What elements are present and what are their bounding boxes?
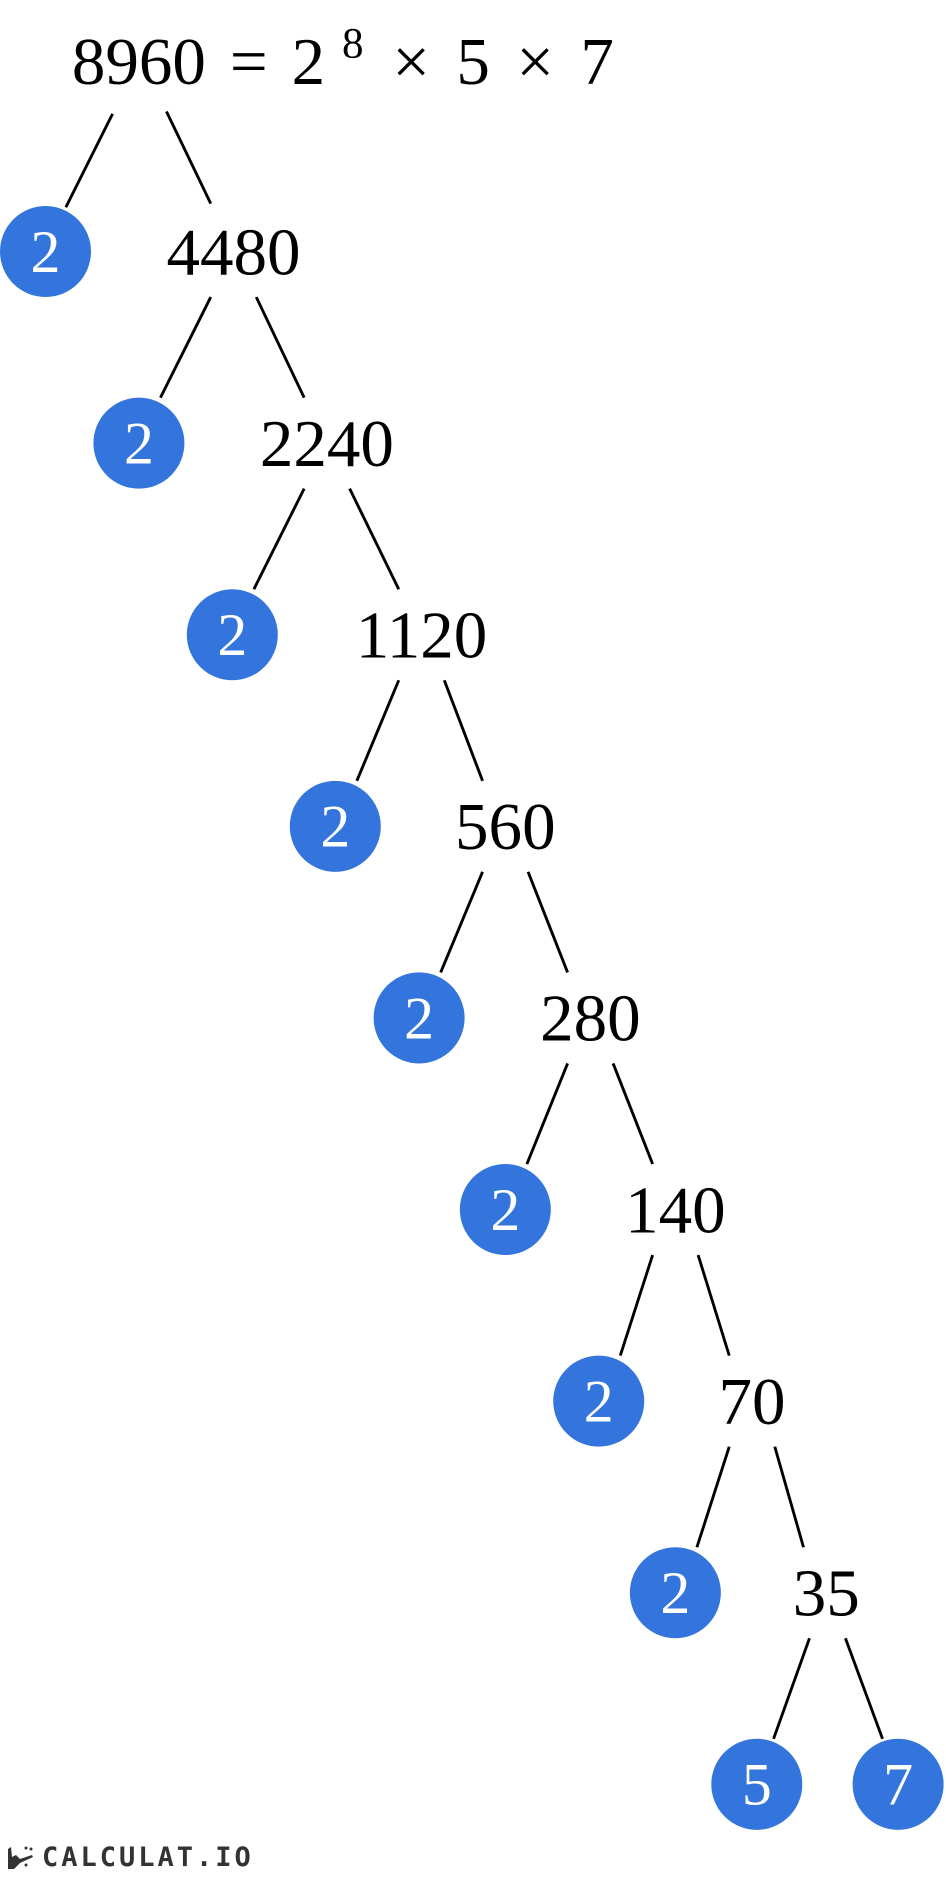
prime-circle — [0, 206, 92, 298]
prime-label: 2 — [124, 411, 154, 477]
tree-branch — [254, 296, 306, 399]
prime-node: 2 — [0, 206, 92, 298]
tree-branch — [696, 1254, 731, 1357]
composite-node: 2240 — [260, 406, 394, 481]
prime-circle — [459, 1164, 551, 1256]
tree-branch — [348, 488, 401, 590]
prime-circle — [629, 1547, 721, 1639]
prime-node: 2 — [289, 780, 381, 872]
factorization-title: 8960 = 2 8 × 5 × 7 — [72, 0, 614, 99]
tree-branch — [64, 113, 114, 208]
prime-circle — [711, 1738, 803, 1830]
prime-circle — [289, 780, 381, 872]
prime-label: 2 — [404, 985, 434, 1051]
prime-circle — [373, 972, 465, 1064]
tree-branch — [618, 1254, 654, 1357]
tree-branch — [159, 296, 213, 399]
tree-branch — [695, 1446, 731, 1548]
prime-node: 2 — [373, 972, 465, 1064]
prime-circle — [186, 589, 278, 681]
composite-node: 4480 — [166, 214, 300, 289]
tree-branch — [252, 488, 306, 590]
logo-text: CALCULAT.IO — [42, 1842, 254, 1873]
prime-circle — [553, 1355, 645, 1447]
composite-node: 1120 — [356, 597, 488, 672]
tree-branch — [165, 110, 213, 205]
tree-branch — [772, 1637, 811, 1740]
composite-node: 140 — [625, 1172, 726, 1247]
composite-node: 560 — [455, 789, 556, 864]
prime-node: 5 — [711, 1738, 803, 1830]
prime-circle — [852, 1738, 944, 1830]
prime-circle — [93, 397, 185, 489]
calculat-io-logo: CALCULAT.IO — [6, 1842, 254, 1873]
prime-node: 2 — [186, 589, 278, 681]
prime-label: 2 — [31, 219, 61, 285]
magic-hand-icon — [8, 1846, 33, 1869]
tree-branch — [442, 679, 484, 782]
prime-node: 2 — [629, 1547, 721, 1639]
composite-node: 280 — [540, 981, 641, 1056]
tree-branch — [355, 679, 401, 782]
prime-label: 2 — [320, 794, 350, 860]
prime-node: 7 — [852, 1738, 944, 1830]
prime-label: 2 — [660, 1560, 690, 1626]
prime-label: 7 — [883, 1752, 913, 1818]
prime-node: 2 — [93, 397, 185, 489]
composite-node: 70 — [718, 1364, 785, 1439]
composite-node: 35 — [793, 1555, 860, 1630]
tree-branch — [439, 871, 484, 973]
prime-label: 2 — [584, 1368, 614, 1434]
prime-node: 2 — [459, 1164, 551, 1256]
tree-branch — [611, 1062, 654, 1165]
tree-branch — [844, 1637, 884, 1740]
prime-label: 5 — [742, 1752, 772, 1818]
prime-label: 2 — [490, 1177, 520, 1243]
prime-label: 2 — [217, 602, 247, 668]
tree-branch — [526, 871, 569, 973]
prime-node: 2 — [553, 1355, 645, 1447]
tree-branch — [773, 1446, 805, 1548]
tree-branch — [525, 1062, 569, 1165]
